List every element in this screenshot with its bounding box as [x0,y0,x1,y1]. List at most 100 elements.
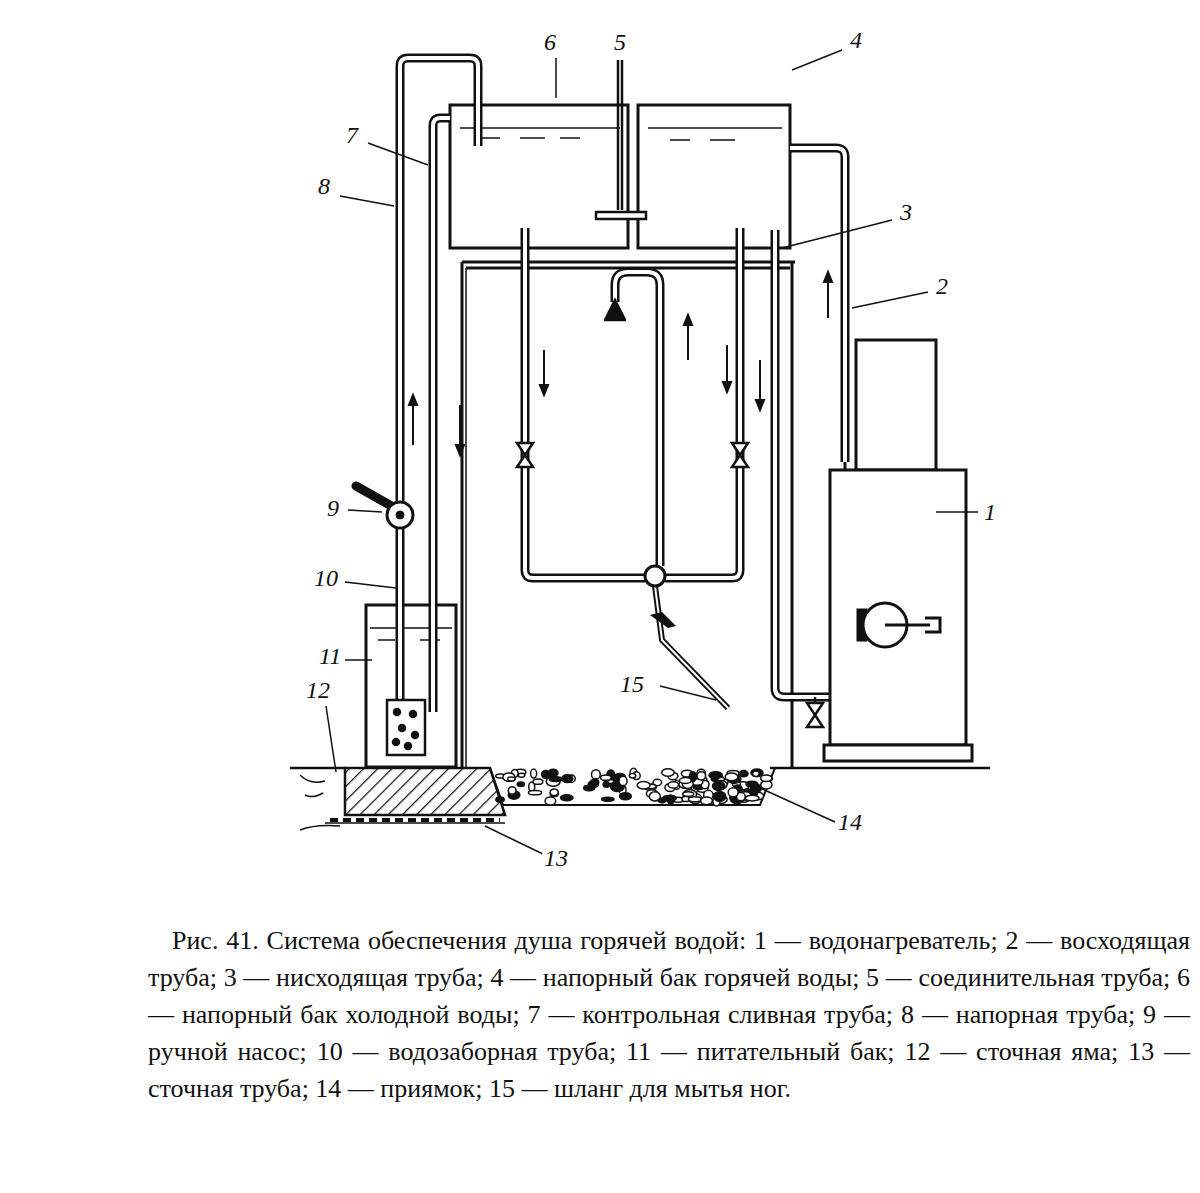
leader-line [368,143,428,165]
gravel-stone [508,777,516,781]
pipe [525,228,645,578]
pipe [775,230,832,697]
pipe [400,58,845,712]
gravel-stone [517,782,524,786]
callout-number: 2 [934,273,950,299]
flow-arrow [543,350,545,395]
leader-line [555,58,557,98]
pipe [400,58,478,502]
valve [732,443,748,467]
intake-strainer [387,700,425,755]
valve [807,703,823,727]
gravel-stone [701,797,713,805]
gravel-stone [637,782,650,789]
gravel-stone [550,789,558,796]
pipe [398,528,402,700]
callout-number: 5 [612,29,628,55]
gravel-stone [561,795,574,801]
drain-pit [345,768,505,815]
shower-head [604,319,626,322]
gravel-stone [745,795,759,801]
gravel-stone [508,787,516,794]
intake-strainer [393,739,399,745]
pipe [400,58,845,712]
pipe [665,228,740,578]
connecting-pipe [596,212,646,219]
intake-strainer [394,709,400,715]
connecting-pipe [596,60,646,219]
feed-tank [366,605,456,767]
gravel-stone [725,773,738,781]
callout-number: 13 [542,845,570,871]
leader-line [326,706,336,772]
gravel-stone [751,769,763,777]
callout-number: 11 [317,643,343,669]
gravel-stone [528,791,541,795]
intake-strainer [399,725,405,731]
callout-number: 7 [344,122,360,148]
intake-strainer [412,732,418,738]
flow-arrow [412,395,414,445]
gravel-stone [548,769,558,776]
gravel-stone [629,773,636,777]
mixer [645,566,665,586]
cabin-frame [462,262,795,268]
callout-number: 12 [304,677,332,703]
cabin-frame [791,262,794,768]
gravel-stone [697,772,706,780]
gravel-stone [761,775,772,782]
pipe [400,58,478,502]
callout-number: 15 [618,671,646,697]
leader-line [660,686,716,700]
gravel-stone [496,797,504,802]
flow-arrow [687,315,689,360]
leader-line [340,196,394,206]
callout-number: 10 [312,565,340,591]
callout-number: 9 [325,495,341,521]
drain-pipe [330,818,500,822]
foot-hose [650,612,676,628]
pipe [790,148,845,462]
flow-arrow [459,405,461,455]
flow-arrow [827,272,829,318]
cabin-frame [461,262,464,768]
gravel-stone [688,797,701,802]
connecting-pipe [618,60,622,210]
pipe [790,148,845,462]
leader-line [345,582,396,588]
figure-caption: Рис. 41. Система обеспечения душа горяче… [148,922,1190,1107]
shower-head [604,300,626,320]
cabin-frame [465,268,467,768]
pipe [396,528,405,700]
leader-line [760,788,835,822]
flow-arrow [759,360,761,410]
gravel-stone [533,779,543,784]
gravel-stone [712,773,719,781]
leader-line [936,511,978,513]
gravel-stone [751,784,762,793]
foot-hose [655,586,728,708]
hot-water-tank [638,105,790,248]
gravel-stone [714,791,726,801]
foot-hose [655,586,728,708]
water-heater [824,340,972,761]
leader-line [782,220,892,248]
water-heater [824,745,972,761]
callout-number: 6 [542,29,558,55]
gravel-stone [679,778,691,784]
water-heater [885,618,940,632]
gravel-stone [592,770,601,779]
gravel-stone [591,778,599,786]
gravel-stone [602,797,614,801]
hand-pump [396,511,404,519]
pipe [525,228,645,578]
gravel-stone [562,775,573,783]
hand-pump [387,502,413,528]
gravel-stone [545,797,556,805]
valve [517,443,823,727]
leader-line [345,659,372,661]
tank [366,105,790,767]
drain-pipe [325,822,505,824]
pipe [775,230,832,697]
